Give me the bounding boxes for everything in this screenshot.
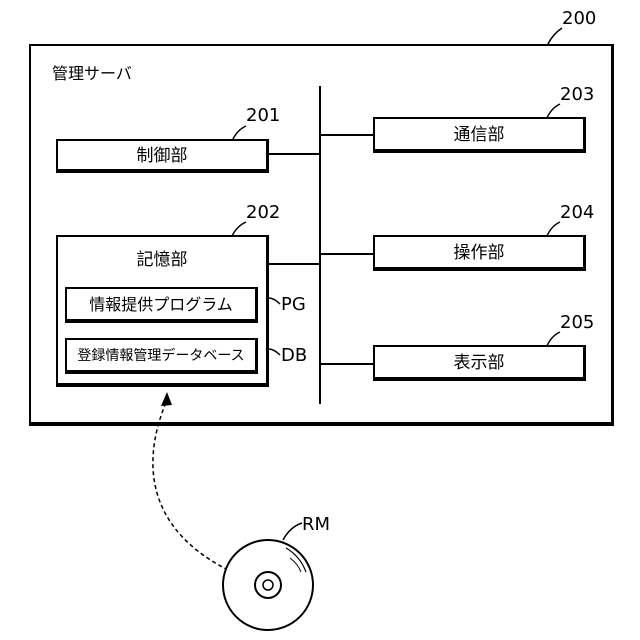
ref-db: DB: [281, 347, 307, 365]
ref-205: 205: [560, 314, 594, 332]
server-title: 管理サーバ: [52, 66, 132, 82]
operation-unit-label: 操作部: [375, 245, 583, 262]
ref-200: 200: [562, 10, 596, 28]
database-label: 登録情報管理データベース: [67, 349, 255, 363]
leader-200: [548, 28, 562, 44]
control-unit-label: 制御部: [58, 148, 266, 165]
operation-unit-box: 操作部: [373, 235, 586, 271]
install-arrow: [153, 400, 228, 570]
database-box: 登録情報管理データベース: [65, 338, 258, 374]
program-label: 情報提供プログラム: [67, 297, 255, 313]
ref-rm: RM: [302, 516, 330, 534]
ref-201: 201: [246, 107, 280, 125]
ref-203: 203: [560, 86, 594, 104]
install-arrow-head: [161, 392, 172, 406]
ref-204: 204: [560, 204, 594, 222]
control-unit-box: 制御部: [56, 139, 269, 173]
communication-unit-box: 通信部: [373, 117, 586, 153]
display-unit-label: 表示部: [375, 355, 583, 372]
ref-202: 202: [246, 204, 280, 222]
leader-202: [232, 222, 246, 236]
communication-unit-label: 通信部: [375, 127, 583, 144]
display-unit-box: 表示部: [373, 345, 586, 381]
disc-icon: [223, 540, 313, 630]
ref-pg: PG: [281, 296, 306, 314]
storage-unit-label: 記憶部: [58, 252, 266, 269]
program-box: 情報提供プログラム: [65, 287, 258, 323]
leader-rm: [283, 523, 302, 540]
